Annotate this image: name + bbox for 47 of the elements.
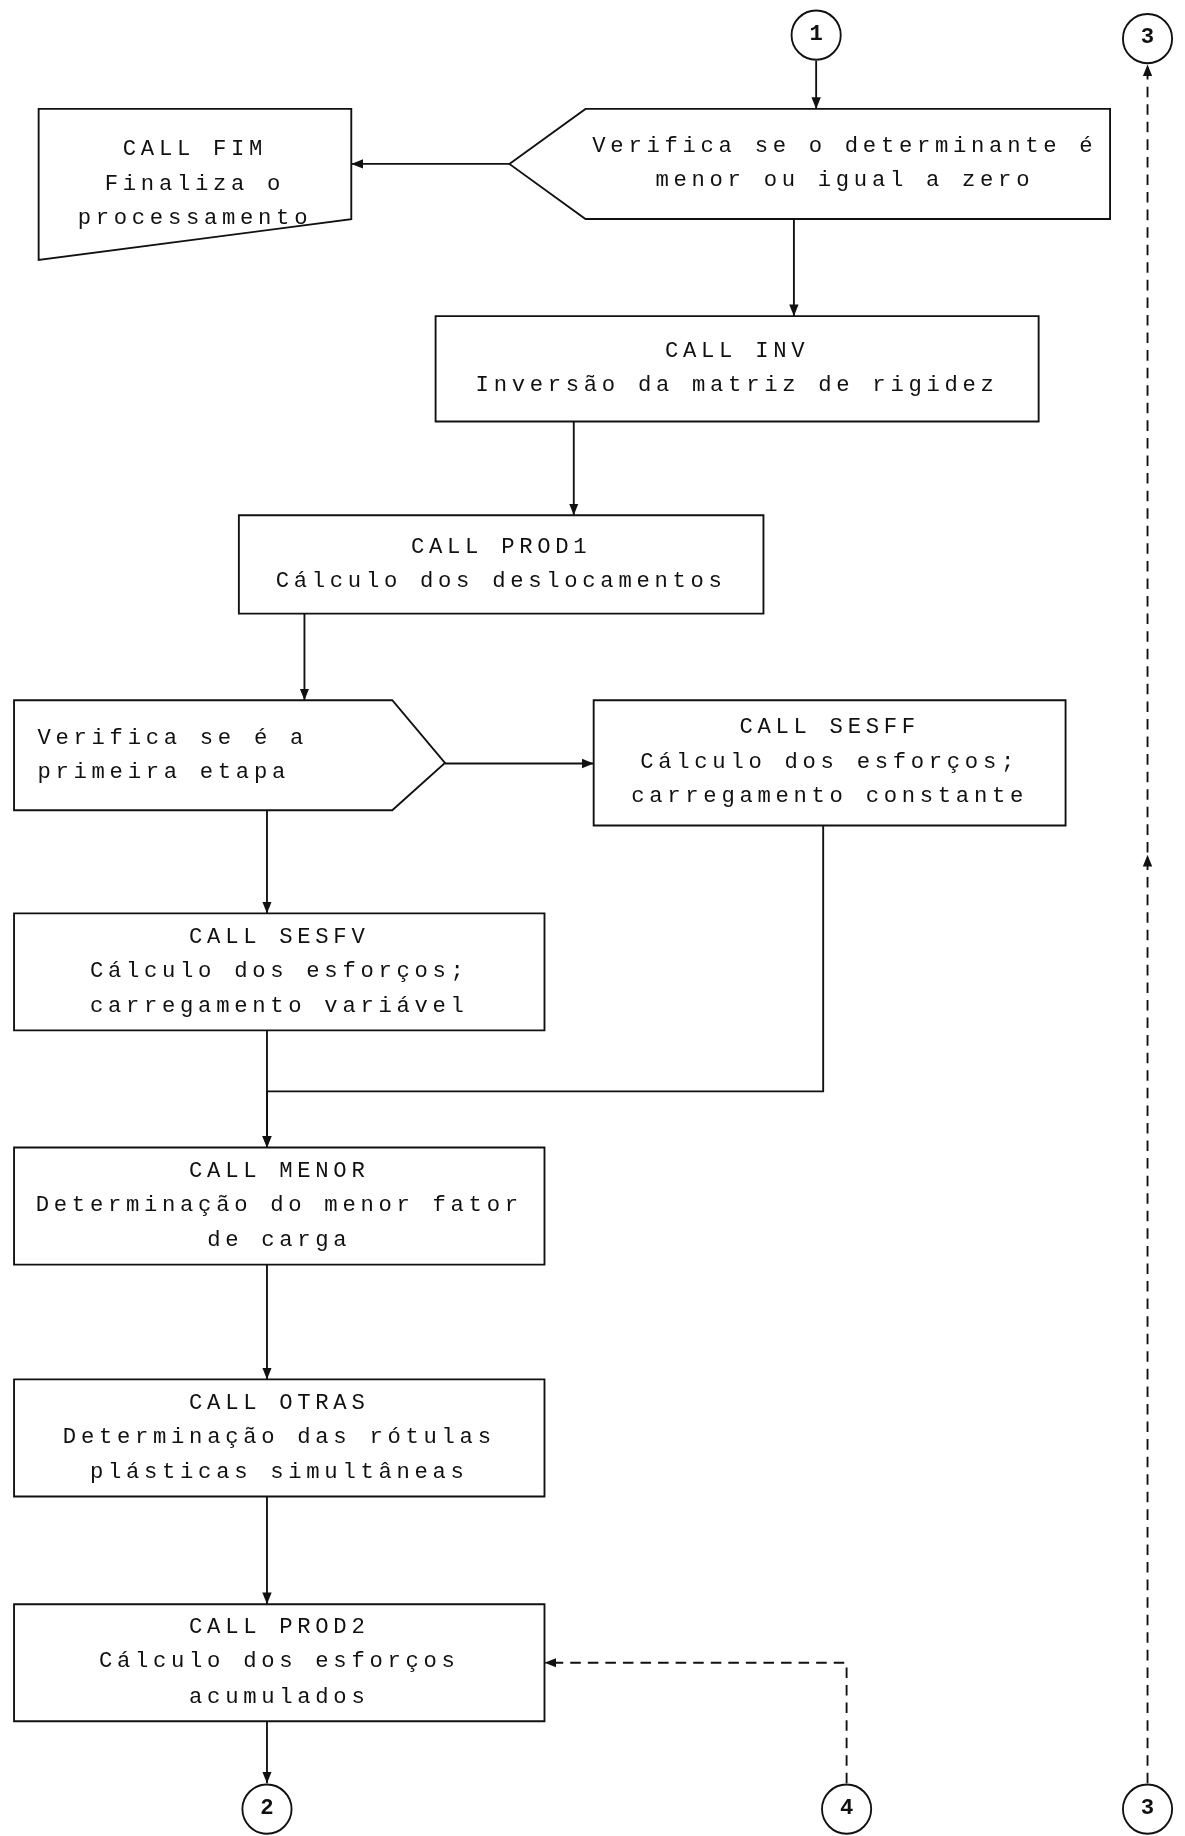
routine-call: CALL PROD1 <box>411 532 592 562</box>
step-description: Finaliza o processamento <box>76 169 314 233</box>
process-box <box>14 1604 545 1722</box>
routine-call: CALL PROD2 <box>189 1613 370 1643</box>
decision-shape <box>509 108 1111 219</box>
arrow <box>789 218 799 318</box>
connector-circle <box>1121 1783 1174 1835</box>
routine-call: CALL SESFF <box>739 713 920 743</box>
step-description: Cálculo dos esforços acumulados <box>97 1648 461 1712</box>
connector-label: 3 <box>1140 23 1155 53</box>
process-box <box>593 700 1066 826</box>
connector-circle <box>1121 12 1174 65</box>
arrow <box>262 1263 272 1381</box>
arrow <box>262 1495 272 1606</box>
step-description: Inversão da matriz de rigidez <box>475 371 999 401</box>
arrow <box>569 420 579 517</box>
connector-label: 1 <box>809 20 823 50</box>
arrow <box>262 1720 272 1785</box>
decision-shape <box>14 700 445 811</box>
routine-call: CALL MENOR <box>189 1156 370 1186</box>
arrow <box>262 809 272 915</box>
connector-circle <box>790 9 842 61</box>
routine-call: CALL INV <box>664 336 810 366</box>
process-box <box>435 316 1039 422</box>
step-description: Cálculo dos esforços; carregamento constante <box>630 748 1029 812</box>
connector-label: 3 <box>1140 1794 1155 1824</box>
process-box <box>14 1379 545 1497</box>
process-box <box>14 913 545 1031</box>
step-description: Determinação das rótulas plásticas simultâneas <box>61 1423 497 1487</box>
arrow <box>811 59 821 110</box>
connector-circle <box>241 1783 293 1835</box>
step-description: Determinação do menor fator de carga <box>34 1191 524 1255</box>
routine-call: CALL SESFV <box>189 922 370 952</box>
terminal-card <box>38 108 352 260</box>
step-description: Verifica se o determinante é menor ou igual a zero <box>591 132 1099 196</box>
step-description: Cálculo dos esforços; carregamento variável <box>88 957 470 1021</box>
process-box <box>14 1147 545 1265</box>
step-description: Cálculo dos deslocamentos <box>275 566 727 596</box>
step-description: Verifica se é a primeira etapa <box>37 723 309 787</box>
routine-call: CALL FIM <box>122 135 268 164</box>
routine-call: CALL OTRAS <box>189 1388 370 1418</box>
dashed-arrow <box>1142 63 1153 1785</box>
arrow <box>299 612 310 702</box>
connector-label: 4 <box>839 1794 854 1824</box>
connector-label: 2 <box>260 1794 274 1824</box>
connector-circle <box>820 1783 873 1835</box>
process-box <box>238 515 764 614</box>
